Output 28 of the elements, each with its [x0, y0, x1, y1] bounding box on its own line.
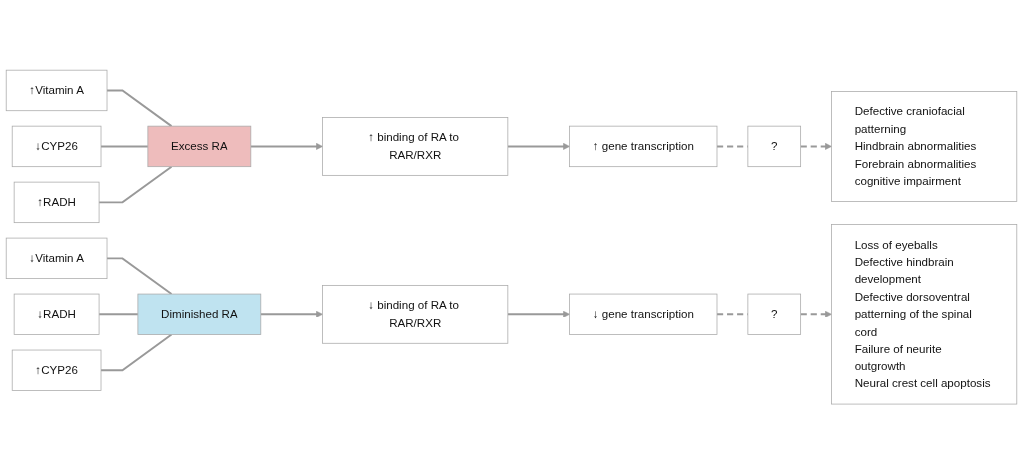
node-box: ↑ gene transcription [569, 126, 718, 168]
connector [98, 313, 139, 316]
arrow [259, 311, 323, 319]
node-box: ↓RADH [13, 294, 100, 336]
node-box: Excess RA [147, 126, 252, 168]
node-box: ↑CYP26 [11, 350, 102, 392]
arrow [506, 143, 570, 151]
connector [100, 145, 149, 148]
node-box: ↑Vitamin A [5, 70, 108, 112]
connector [106, 257, 173, 296]
node-box: ↓ binding of RA to RAR/RXR [322, 285, 509, 345]
arrow [799, 143, 832, 151]
node-box: ? [747, 126, 802, 168]
node-box: Defective craniofacial patterning Hindbrain abnormalities Forebrain abnormalities cognitive impairment [831, 91, 1018, 203]
node-box: Diminished RA [137, 294, 262, 336]
connector [100, 334, 173, 372]
node-box: ↓CYP26 [11, 126, 102, 168]
arrow [799, 311, 832, 319]
arrow [249, 143, 323, 151]
node-box: ? [747, 294, 802, 336]
node-box: ↓Vitamin A [5, 238, 108, 280]
node-box: ↑ binding of RA to RAR/RXR [322, 117, 509, 177]
node-box: ↓ gene transcription [569, 294, 718, 336]
node-box: Loss of eyeballs Defective hindbrain development Defective dorsoventral patterning of the spinal cord Failure of neurite outgrowth Neural crest cell apoptosis [831, 224, 1018, 405]
node-box: ↑RADH [13, 182, 100, 224]
connector [98, 166, 173, 204]
connector [106, 89, 173, 128]
arrow [506, 311, 570, 319]
